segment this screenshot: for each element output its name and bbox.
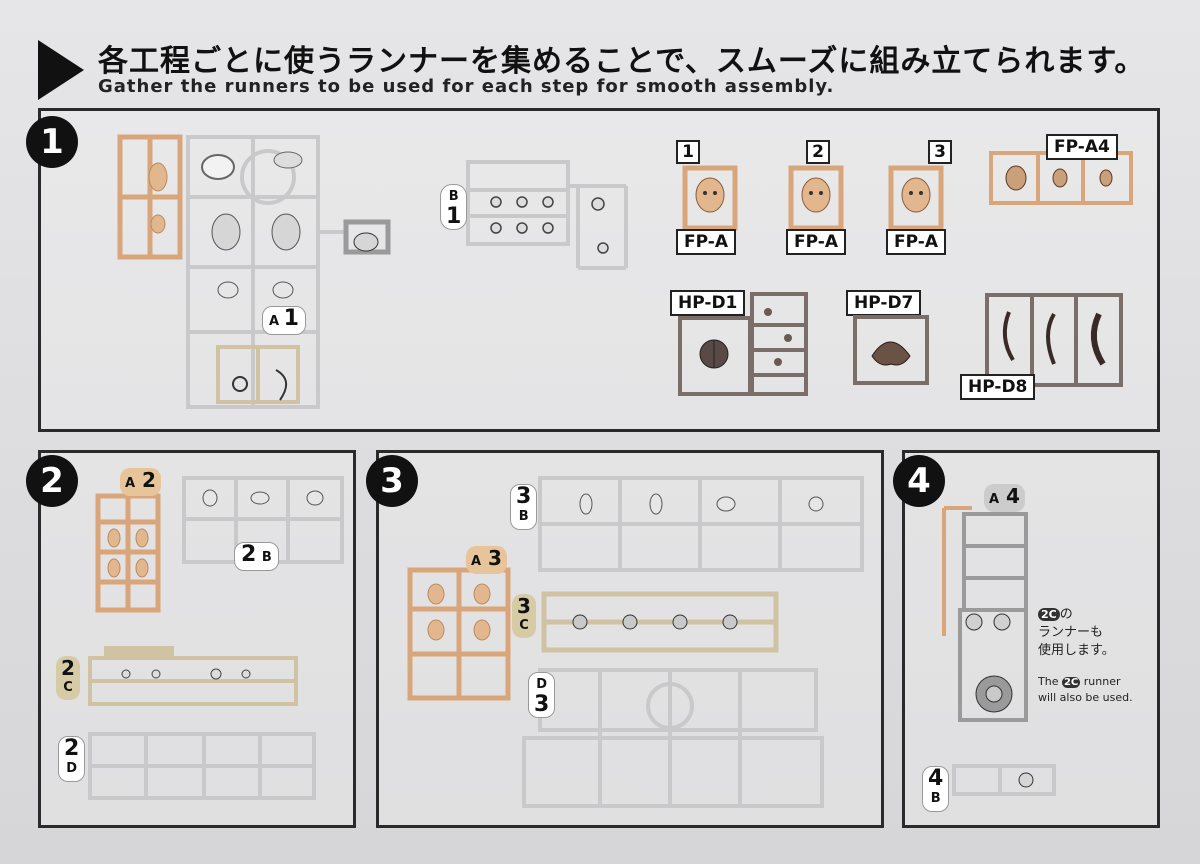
- runner-num: 2: [142, 468, 156, 492]
- note-jp-line3: 使用します。: [1038, 643, 1115, 658]
- runner-num: 1: [283, 306, 299, 331]
- play-arrow-icon: [38, 40, 84, 100]
- runner-letter: D: [536, 677, 548, 692]
- note-en-line2: will also be used.: [1038, 691, 1133, 704]
- runner-num: 3: [534, 692, 550, 717]
- face-part-1-code: FP-A: [676, 229, 736, 255]
- runner-letter: A: [269, 314, 280, 329]
- runner-a4: [942, 506, 1028, 722]
- runner-c3-label: 3 C: [512, 594, 536, 638]
- runner-b1: [466, 160, 628, 270]
- note-en-post: runner: [1083, 675, 1121, 688]
- runner-letter: A: [125, 476, 136, 491]
- runner-hpd8: [985, 293, 1123, 387]
- runner-b4-label: 4 B: [922, 766, 950, 812]
- runner-a3-label: A 3: [466, 546, 507, 574]
- runner-b4: [952, 764, 1056, 796]
- runner-2c-badge-en: 2C: [1061, 677, 1081, 688]
- runner-num: 2: [64, 736, 80, 761]
- runner-d3-label: D 3: [528, 672, 556, 718]
- runner-b3: [538, 476, 864, 572]
- runner-num: 4: [1006, 484, 1020, 508]
- runner-letter: B: [261, 550, 272, 565]
- runner-d2-label: 2 D: [58, 736, 86, 782]
- runner-c2: [88, 646, 298, 706]
- runner-num: 3: [488, 546, 502, 570]
- runner-num: 2: [61, 656, 75, 680]
- face-part-2-number: 2: [806, 140, 830, 164]
- runner-fpa4: [989, 151, 1133, 205]
- runner-num: 3: [517, 594, 531, 618]
- runner-letter: C: [519, 618, 529, 633]
- runner-letter: C: [63, 680, 73, 695]
- runner-b2-label: 2 B: [234, 542, 279, 571]
- step-2-number: 2: [26, 455, 78, 507]
- runner-b1-label: B 1: [440, 184, 468, 230]
- runner-hpd1: [678, 292, 808, 396]
- step-4-note-en: The 2C runner will also be used.: [1038, 674, 1133, 705]
- runner-hpd8-code: HP-D8: [960, 374, 1036, 400]
- runner-hpd7: [853, 315, 929, 385]
- runner-d2: [88, 732, 316, 800]
- runner-c2-label: 2 C: [56, 656, 80, 700]
- runner-hpd7-code: HP-D7: [846, 290, 922, 316]
- runner-a1: [117, 134, 391, 409]
- runner-a1-label: A 1: [262, 306, 306, 335]
- runner-letter: A: [471, 554, 482, 569]
- step-4-number: 4: [893, 455, 945, 507]
- runner-a2-label: A 2: [120, 468, 161, 496]
- face-part-1-number: 1: [676, 140, 700, 164]
- runner-fpa4-code: FP-A4: [1046, 134, 1118, 160]
- runner-a3: [407, 567, 511, 701]
- page-title: 各工程ごとに使うランナーを集めることで、スムーズに組み立てられます。: [98, 44, 1146, 79]
- runner-letter: B: [448, 189, 459, 204]
- face-part-2-code: FP-A: [786, 229, 846, 255]
- face-part-3-number: 3: [928, 140, 952, 164]
- note-jp-line1: の: [1059, 607, 1073, 622]
- runner-c3: [541, 591, 779, 653]
- runner-2c-badge: 2C: [1038, 608, 1060, 621]
- face-part-2-runner: [788, 165, 844, 231]
- page-subtitle: Gather the runners to be used for each s…: [98, 76, 835, 97]
- step-1-number: 1: [26, 116, 78, 168]
- face-part-1-runner: [682, 165, 738, 231]
- face-part-3-runner: [888, 165, 944, 231]
- runner-letter: B: [930, 791, 941, 806]
- runner-num: 1: [446, 204, 462, 229]
- runner-hpd1-code: HP-D1: [670, 290, 746, 316]
- runner-num: 4: [928, 766, 944, 791]
- runner-a2: [95, 493, 161, 613]
- runner-letter: A: [989, 492, 1000, 507]
- runner-num: 2: [241, 542, 257, 567]
- runner-b3-label: 3 B: [510, 484, 538, 530]
- runner-a4-label: A 4: [984, 484, 1025, 512]
- step-3-number: 3: [366, 455, 418, 507]
- runner-letter: B: [518, 509, 529, 524]
- note-jp-line2: ランナーも: [1038, 625, 1104, 640]
- face-part-3-code: FP-A: [886, 229, 946, 255]
- runner-num: 3: [516, 484, 532, 509]
- runner-letter: D: [66, 761, 78, 776]
- note-en-pre: The: [1038, 675, 1059, 688]
- runner-d3: [522, 668, 824, 808]
